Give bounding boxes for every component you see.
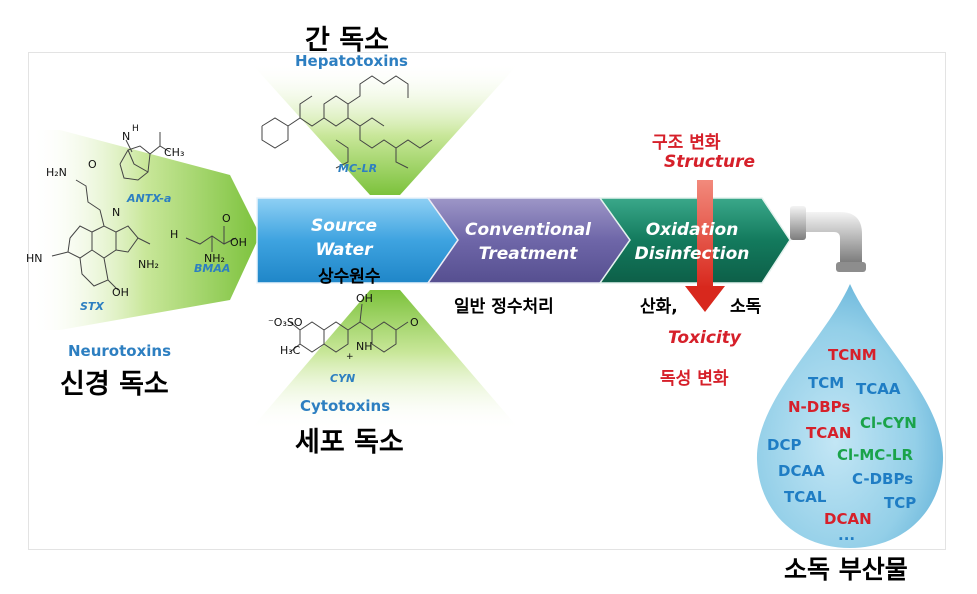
atom-oh-cyn: OH xyxy=(356,292,373,305)
atom-h-bmaa: H xyxy=(170,228,179,241)
source-water-label: Source Water xyxy=(264,214,424,262)
dbps-title-kr: 소독 부산물 xyxy=(784,555,908,584)
atom-oh-stx: OH xyxy=(112,286,129,299)
source-line2: Water xyxy=(315,240,373,260)
bmaa-label: BMAA xyxy=(194,262,231,275)
oxidation-kr: 산화, xyxy=(640,297,678,317)
source-water-kr: 상수원수 xyxy=(318,267,381,287)
toxicity-change-kr: 독성 변화 xyxy=(660,369,729,389)
disinfection-kr: 소독 xyxy=(730,297,762,317)
hepatotoxin-arrow xyxy=(250,62,520,195)
neurotoxin-arrow xyxy=(30,130,260,330)
conventional-line2: Treatment xyxy=(478,244,578,264)
atom-nh-cyn: NH xyxy=(356,340,373,353)
dbp-tcp: TCP xyxy=(884,494,917,512)
oxidation-disinfection-chevron xyxy=(598,197,791,284)
stx-structure xyxy=(51,179,151,291)
oxidation-line2: Disinfection xyxy=(634,244,750,264)
mc-lr-label: MC-LR xyxy=(338,162,378,175)
dbp-tcm: TCM xyxy=(808,374,845,392)
hepatotoxins-title-kr: 간 독소 xyxy=(305,25,389,56)
atom-h3c: H₃C xyxy=(280,344,301,357)
cytotoxins-title-en: Cytotoxins xyxy=(300,397,391,415)
cyn-label: CYN xyxy=(330,372,356,385)
neurotoxins-title-kr: 신경 독소 xyxy=(60,369,169,400)
faucet-icon xyxy=(790,206,866,272)
diagram-frame xyxy=(28,52,946,550)
dbp-cl-cyn: Cl-CYN xyxy=(860,414,917,432)
atom-nh2-stx: NH₂ xyxy=(138,258,159,271)
cyn-structure xyxy=(289,303,409,353)
atom-h2n: H₂N xyxy=(46,166,67,179)
oxidation-disinfection-label: Oxidation Disinfection xyxy=(608,218,776,266)
dbp-ellipsis: ... xyxy=(838,526,856,544)
dbp-dcaa: DCAA xyxy=(778,462,825,480)
dbp-tcaa: TCAA xyxy=(856,380,901,398)
dbp-dcan: DCAN xyxy=(824,510,872,528)
source-line1: Source xyxy=(310,216,378,236)
dbp-c-dbps: C-DBPs xyxy=(852,470,914,488)
cytotoxins-title-kr: 세포 독소 xyxy=(295,427,404,458)
cytotoxin-arrow xyxy=(250,290,520,430)
atom-o: O xyxy=(88,158,97,171)
structure-change-kr: 구조 변화 xyxy=(652,133,721,153)
atom-hn-stx: HN xyxy=(26,252,43,265)
atom-o-cyn: O xyxy=(410,316,419,329)
atom-oh-bmaa: OH xyxy=(230,236,247,249)
atom-nh2-bmaa: NH₂ xyxy=(204,252,225,265)
atom-nh: N xyxy=(122,130,131,143)
dbp-tcan: TCAN xyxy=(806,424,852,442)
mc-lr-structure xyxy=(261,75,433,169)
change-arrow-head xyxy=(685,286,725,312)
change-arrow-shaft xyxy=(697,180,713,288)
atom-so3: ⁻O₃SO xyxy=(268,316,303,329)
antx-a-structure xyxy=(119,132,171,181)
oxidation-line1: Oxidation xyxy=(645,220,739,240)
dbp-dcp: DCP xyxy=(767,436,802,454)
conventional-treatment-kr: 일반 정수처리 xyxy=(454,297,554,317)
atom-ch3: CH₃ xyxy=(164,146,185,159)
toxicity-change-en: Toxicity xyxy=(668,328,741,348)
atom-plus: + xyxy=(346,352,354,362)
dbp-tcal: TCAL xyxy=(784,488,827,506)
water-drop xyxy=(756,284,944,548)
atom-n-stx: N xyxy=(112,206,121,219)
dbp-tcnm: TCNM xyxy=(828,346,877,364)
neurotoxins-title-en: Neurotoxins xyxy=(68,342,172,360)
hepatotoxins-title-en: Hepatotoxins xyxy=(295,52,408,70)
conventional-line1: Conventional xyxy=(464,220,591,240)
atom-h: H xyxy=(132,124,139,134)
bmaa-structure xyxy=(185,226,237,252)
atom-o-bmaa: O xyxy=(222,212,231,225)
structure-change-en: Structure xyxy=(664,152,756,172)
conventional-treatment-label: Conventional Treatment xyxy=(440,218,616,266)
antx-a-label: ANTX-a xyxy=(127,192,172,205)
stx-label: STX xyxy=(80,300,104,313)
dbp-n-dbps: N-DBPs xyxy=(788,398,851,416)
dbp-cl-mc-lr: Cl-MC-LR xyxy=(837,446,913,464)
